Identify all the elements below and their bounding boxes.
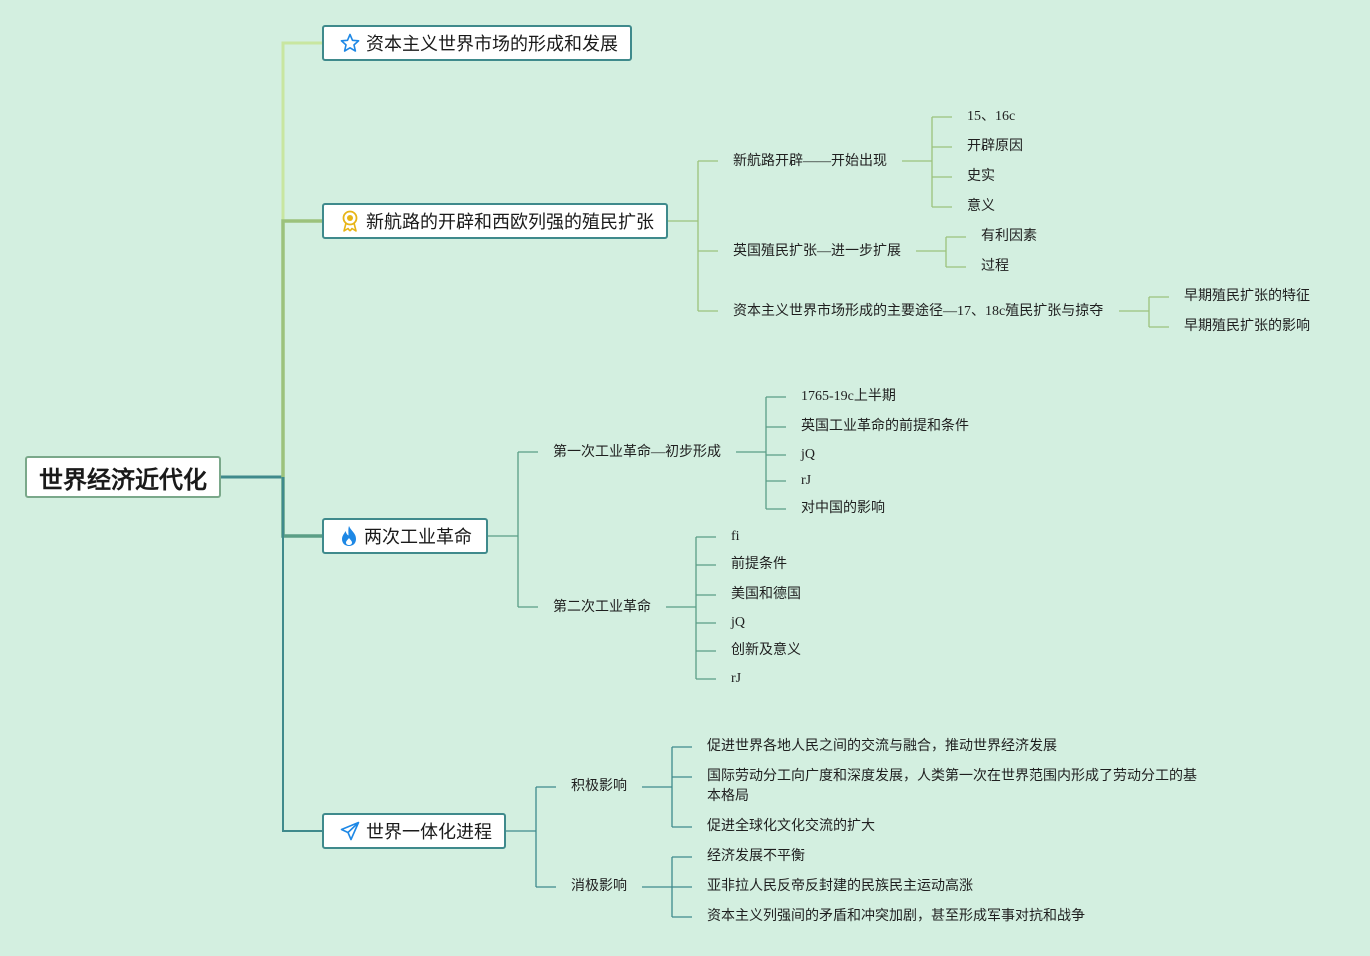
- branch-world-market[interactable]: 资本主义世界市场的形成和发展: [322, 25, 632, 61]
- leaf-item[interactable]: 促进全球化文化交流的扩大: [707, 819, 875, 834]
- branch-label: 新航路的开辟和西欧列强的殖民扩张: [366, 212, 654, 233]
- topic-negative-effects[interactable]: 消极影响: [571, 879, 627, 894]
- branch-new-routes[interactable]: 新航路的开辟和西欧列强的殖民扩张: [322, 203, 668, 239]
- leaf-item[interactable]: rJ: [801, 473, 812, 488]
- leaf-item[interactable]: 亚非拉人民反帝反封建的民族民主运动高涨: [707, 879, 973, 894]
- root-node[interactable]: 世界经济近代化: [25, 456, 221, 498]
- topic-british-expansion[interactable]: 英国殖民扩张—进一步扩展: [733, 244, 901, 259]
- leaf-item[interactable]: 美国和德国: [731, 587, 801, 602]
- branch-label: 两次工业革命: [364, 527, 472, 548]
- leaf-item[interactable]: 1765-19c上半期: [801, 389, 896, 404]
- topic-first-industrial-revolution[interactable]: 第一次工业革命—初步形成: [553, 445, 721, 460]
- leaf-item[interactable]: 史实: [967, 169, 995, 184]
- branch-connector: [281, 219, 322, 477]
- topic-positive-effects[interactable]: 积极影响: [571, 779, 627, 794]
- branch-label: 世界一体化进程: [366, 822, 492, 843]
- leaf-item[interactable]: 早期殖民扩张的特征: [1184, 289, 1310, 304]
- leaf-item[interactable]: 英国工业革命的前提和条件: [801, 419, 969, 434]
- leaf-item[interactable]: 有利因素: [981, 229, 1037, 244]
- leaf-item[interactable]: 创新及意义: [731, 643, 801, 658]
- leaf-item[interactable]: jQ: [801, 447, 815, 462]
- leaf-item[interactable]: 早期殖民扩张的影响: [1184, 319, 1310, 334]
- leaf-item[interactable]: 开辟原因: [967, 139, 1023, 154]
- flame-icon: [342, 526, 356, 546]
- topic-second-industrial-revolution[interactable]: 第二次工业革命: [553, 600, 651, 615]
- branch-industrial-revolutions[interactable]: 两次工业革命: [322, 518, 488, 554]
- leaf-item[interactable]: fi: [731, 529, 740, 544]
- leaf-item[interactable]: 前提条件: [731, 557, 787, 572]
- topic-main-route[interactable]: 资本主义世界市场形成的主要途径—17、18c殖民扩张与掠夺: [733, 304, 1104, 319]
- leaf-item[interactable]: 促进世界各地人民之间的交流与融合，推动世界经济发展: [707, 739, 1057, 754]
- branch-connector: [281, 41, 322, 477]
- leaf-item[interactable]: jQ: [731, 615, 745, 630]
- topic-new-route-opening[interactable]: 新航路开辟——开始出现: [733, 154, 887, 169]
- branch-connector: [281, 477, 322, 538]
- leaf-item[interactable]: 对中国的影响: [801, 501, 885, 516]
- leaf-item[interactable]: 意义: [967, 199, 995, 214]
- paper-plane-icon: [340, 821, 360, 841]
- medal-icon: [342, 210, 358, 232]
- leaf-item[interactable]: 15、16c: [967, 109, 1016, 124]
- leaf-item[interactable]: 经济发展不平衡: [707, 849, 805, 864]
- leaf-item[interactable]: 国际劳动分工向广度和深度发展，人类第一次在世界范围内形成了劳动分工的基本格局: [707, 769, 1197, 804]
- leaf-item[interactable]: 资本主义列强间的矛盾和冲突加剧，甚至形成军事对抗和战争: [707, 909, 1085, 924]
- branch-connector: [282, 477, 322, 832]
- leaf-item[interactable]: 过程: [981, 259, 1009, 274]
- star-icon: [340, 33, 360, 52]
- leaf-item[interactable]: rJ: [731, 671, 742, 686]
- branch-label: 资本主义世界市场的形成和发展: [366, 34, 618, 55]
- branch-integration[interactable]: 世界一体化进程: [322, 813, 506, 849]
